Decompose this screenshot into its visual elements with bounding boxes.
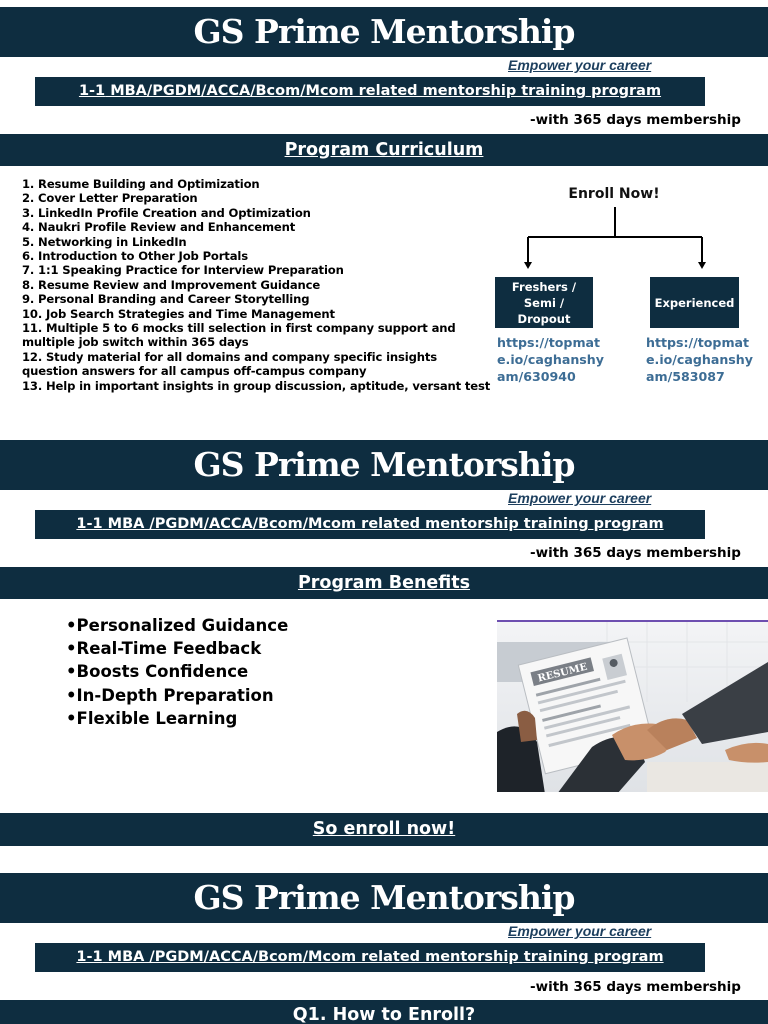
experienced-enroll-link[interactable]: https://topmate.io/caghanshyam/583087 <box>646 335 753 384</box>
enroll-now-label: Enroll Now! <box>568 186 660 202</box>
curriculum-item: 3. LinkedIn Profile Creation and Optimiz… <box>22 205 311 220</box>
handshake-resume-photo: RESUME <box>497 620 768 792</box>
tagline: Empower your career <box>508 57 652 73</box>
curriculum-list: 1. Resume Building and Optimization 2. C… <box>22 177 492 393</box>
benefits-list: •Personalized Guidance •Real-Time Feedba… <box>66 614 288 730</box>
membership-note: -with 365 days membership <box>530 979 741 995</box>
experienced-track-button[interactable]: Experienced <box>650 277 739 328</box>
freshers-enroll-link[interactable]: https://topmate.io/caghanshyam/630940 <box>497 335 604 384</box>
brand-header: GS Prime Mentorship <box>0 7 768 57</box>
curriculum-item: 13. Help in important insights in group … <box>22 378 491 393</box>
brand-header: GS Prime Mentorship <box>0 440 768 490</box>
program-title: MBA /PGDM/ACCA/Bcom/Mcom related mentors… <box>102 516 664 532</box>
benefit-item: •In-Depth Preparation <box>66 685 274 705</box>
curriculum-item: 2. Cover Letter Preparation <box>22 191 198 206</box>
curriculum-item: 10. Job Search Strategies and Time Manag… <box>22 306 335 321</box>
curriculum-item: 12. Study material for all domains and c… <box>22 349 437 379</box>
program-title: MBA /PGDM/ACCA/Bcom/Mcom related mentors… <box>102 949 664 965</box>
curriculum-item: 11. Multiple 5 to 6 mocks till selection… <box>22 321 456 350</box>
brand-header: GS Prime Mentorship <box>0 873 768 923</box>
program-prefix: 1-1 <box>76 949 103 965</box>
benefit-item: •Personalized Guidance <box>66 616 289 635</box>
benefit-item: •Real-Time Feedback <box>66 639 262 659</box>
tagline: Empower your career <box>508 923 652 939</box>
membership-note: -with 365 days membership <box>530 545 741 561</box>
curriculum-item: 1. Resume Building and Optimization <box>22 177 260 191</box>
tagline: Empower your career <box>508 490 652 506</box>
curriculum-item: 8. Resume Review and Improvement Guidanc… <box>22 277 321 292</box>
program-prefix: 1-1 <box>78 83 106 99</box>
curriculum-item: 9. Personal Branding and Career Storytel… <box>22 292 310 307</box>
section-title-how-to-enroll: Q1. How to Enroll? <box>0 1000 768 1024</box>
program-banner: 1-1 MBA /PGDM/ACCA/Bcom/Mcom related men… <box>35 510 705 539</box>
program-banner: 1-1 MBA /PGDM/ACCA/Bcom/Mcom related men… <box>35 943 705 972</box>
benefit-item: •Flexible Learning <box>66 708 238 728</box>
enroll-branch-connector <box>524 207 706 269</box>
freshers-track-label: Freshers / Semi / Dropout <box>511 279 577 326</box>
curriculum-item: 5. Networking in LinkedIn <box>22 234 187 249</box>
freshers-track-button[interactable]: Freshers / Semi / Dropout <box>495 277 593 328</box>
section-title-curriculum: Program Curriculum <box>0 134 768 166</box>
curriculum-item: 6. Introduction to Other Job Portals <box>22 249 248 264</box>
enroll-now-cta[interactable]: So enroll now! <box>0 813 768 846</box>
benefit-item: •Boosts Confidence <box>66 662 249 682</box>
program-prefix: 1-1 <box>76 516 103 532</box>
program-banner: 1-1 MBA/PGDM/ACCA/Bcom/Mcom related ment… <box>35 77 705 106</box>
membership-note: -with 365 days membership <box>530 112 741 128</box>
program-title: MBA/PGDM/ACCA/Bcom/Mcom related mentorsh… <box>105 83 662 99</box>
experienced-track-label: Experienced <box>654 295 735 310</box>
section-title-benefits: Program Benefits <box>0 567 768 599</box>
curriculum-item: 7. 1:1 Speaking Practice for Interview P… <box>22 263 344 278</box>
curriculum-item: 4. Naukri Profile Review and Enhancement <box>22 220 296 235</box>
